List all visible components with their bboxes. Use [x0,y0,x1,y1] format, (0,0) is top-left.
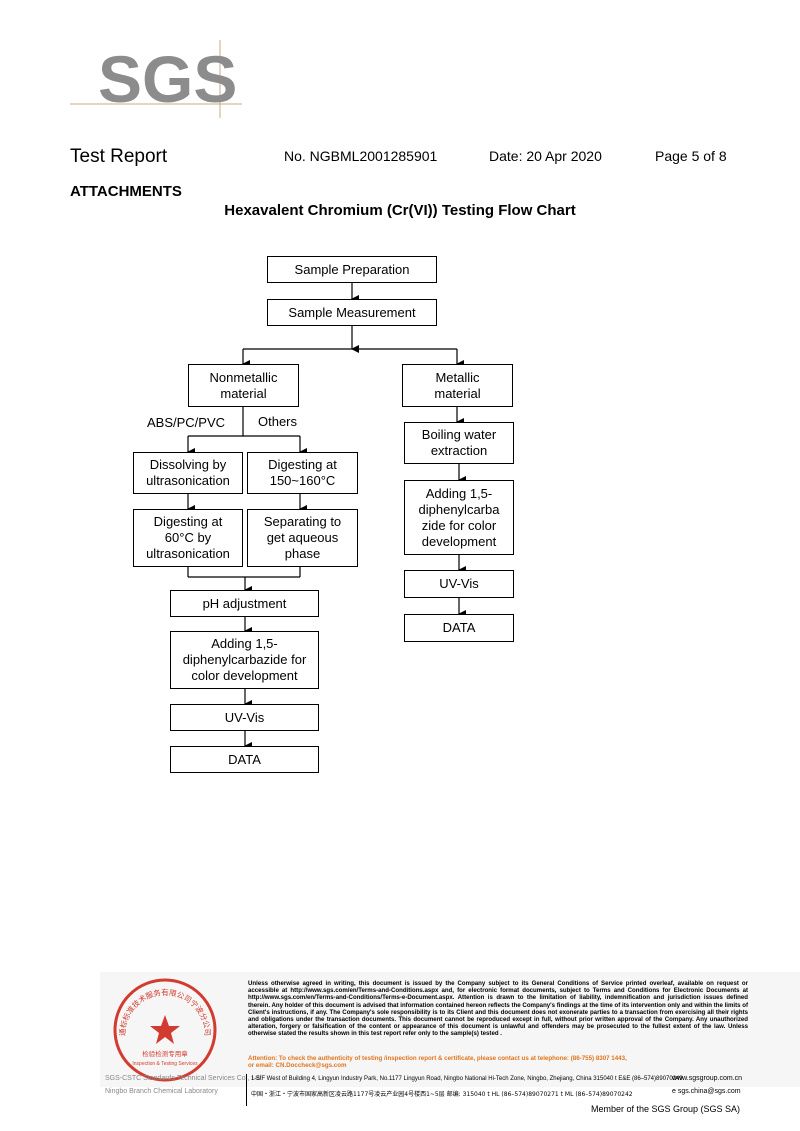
branch-others-label: Others [258,414,298,429]
data-left-box: DATA [170,746,319,773]
section-heading: ATTACHMENTS [70,183,182,200]
lab-name: SGS-CSTC Standards Technical Services Co… [105,1075,264,1082]
adding-left-label-line3: color development [191,668,298,683]
ph-adjustment-label: pH adjustment [202,595,287,611]
sample-measurement-box: Sample Measurement [267,299,437,326]
report-number: No. NGBML2001285901 [284,148,438,164]
digesting-60-label-line3: ultrasonication [146,546,230,561]
adding-left-box: Adding 1,5- diphenylcarbazide for color … [170,631,319,689]
adding-right-box: Adding 1,5- diphenylcarba zide for color… [404,480,514,555]
website-link[interactable]: www.sgsgroup.com.cn [672,1075,743,1082]
dissolving-box: Dissolving by ultrasonication [133,452,243,494]
nonmetallic-label-line1: Nonmetallic [209,369,278,385]
data-right-box: DATA [404,614,514,642]
uvvis-left-box: UV-Vis [170,704,319,731]
sgs-logo: SGS [70,40,242,118]
uvvis-left-label: UV-Vis [224,709,265,725]
report-title: Test Report [70,146,168,167]
metallic-label-line2: material [434,385,481,401]
dissolving-label-line1: Dissolving by [149,457,227,472]
address-english: 1-5/F West of Building 4, Lingyun Indust… [251,1076,683,1082]
footer-divider [246,1074,247,1106]
footer-background [100,972,800,1087]
footer-attention-email: or email: CN.Doccheck@sgs.com [248,1062,347,1070]
separating-box: Separating to get aqueous phase [247,509,358,567]
adding-left-label-line1: Adding 1,5- [211,636,278,651]
branch-abs-label: ABS/PC/PVC [147,415,226,430]
data-left-label: DATA [228,751,261,767]
digesting-150-label-line2: 150~160°C [269,473,336,488]
logo-text: SGS [98,42,237,116]
report-date: Date: 20 Apr 2020 [489,148,602,164]
nonmetallic-box: Nonmetallic material [188,364,299,407]
adding-right-label-line3: zide for color [421,517,497,533]
uvvis-right-box: UV-Vis [404,570,514,598]
adding-left-label-line2: diphenylcarbazide for [182,652,307,667]
digesting-60-label-line1: Digesting at [153,514,223,529]
boiling-label-line1: Boiling water [421,427,497,442]
metallic-box: Metallic material [402,364,513,407]
separating-label-line2: get aqueous [266,530,339,545]
flow-chart-title: Hexavalent Chromium (Cr(VI)) Testing Flo… [224,202,576,219]
metallic-label-line1: Metallic [435,369,480,385]
separating-label-line1: Separating to [263,514,342,529]
address-chinese: 中国・浙江・宁波市国家高新区凌云路1177号凌云产业园4号楼西1~5层 邮编: … [251,1091,633,1098]
sample-measurement-label: Sample Measurement [288,304,416,320]
ph-adjustment-box: pH adjustment [170,590,319,617]
sample-preparation-box: Sample Preparation [267,256,437,283]
data-right-label: DATA [442,620,476,635]
email-link[interactable]: e sgs.china@sgs.com [672,1088,741,1095]
boiling-label-line2: extraction [430,443,488,458]
nonmetallic-label-line2: material [220,385,267,401]
dissolving-label-line2: ultrasonication [146,473,230,488]
digesting-150-label-line1: Digesting at [268,457,337,472]
footer-attention: Attention: To check the authenticity of … [248,1055,748,1070]
digesting-150-box: Digesting at 150~160°C [247,452,358,494]
company-seal: 通标标准技术服务有限公司宁波分公司 检验检测专用章 Inspection & T… [110,975,220,1085]
adding-right-label-line4: development [421,533,497,549]
sgs-member-note: Member of the SGS Group (SGS SA) [591,1104,741,1114]
seal-mid-text: 检验检测专用章 [142,1049,188,1058]
lab-branch: Ningbo Branch Chemical Laboratory [105,1088,218,1095]
sample-preparation-label: Sample Preparation [294,261,410,277]
seal-bottom-text: Inspection & Testing Services [132,1061,198,1067]
boiling-water-box: Boiling water extraction [404,422,514,464]
digesting-60-label-line2: 60°C by [164,530,212,545]
uvvis-right-label: UV-Vis [439,576,479,591]
digesting-60-box: Digesting at 60°C by ultrasonication [133,509,243,567]
page-number: Page 5 of 8 [655,148,727,164]
footer-disclaimer: Unless otherwise agreed in writing, this… [248,980,748,1038]
separating-label-line3: phase [284,546,321,561]
footer-attention-phone: Attention: To check the authenticity of … [248,1055,627,1062]
adding-right-label-line2: diphenylcarba [418,501,500,517]
adding-right-label-line1: Adding 1,5- [425,485,493,501]
